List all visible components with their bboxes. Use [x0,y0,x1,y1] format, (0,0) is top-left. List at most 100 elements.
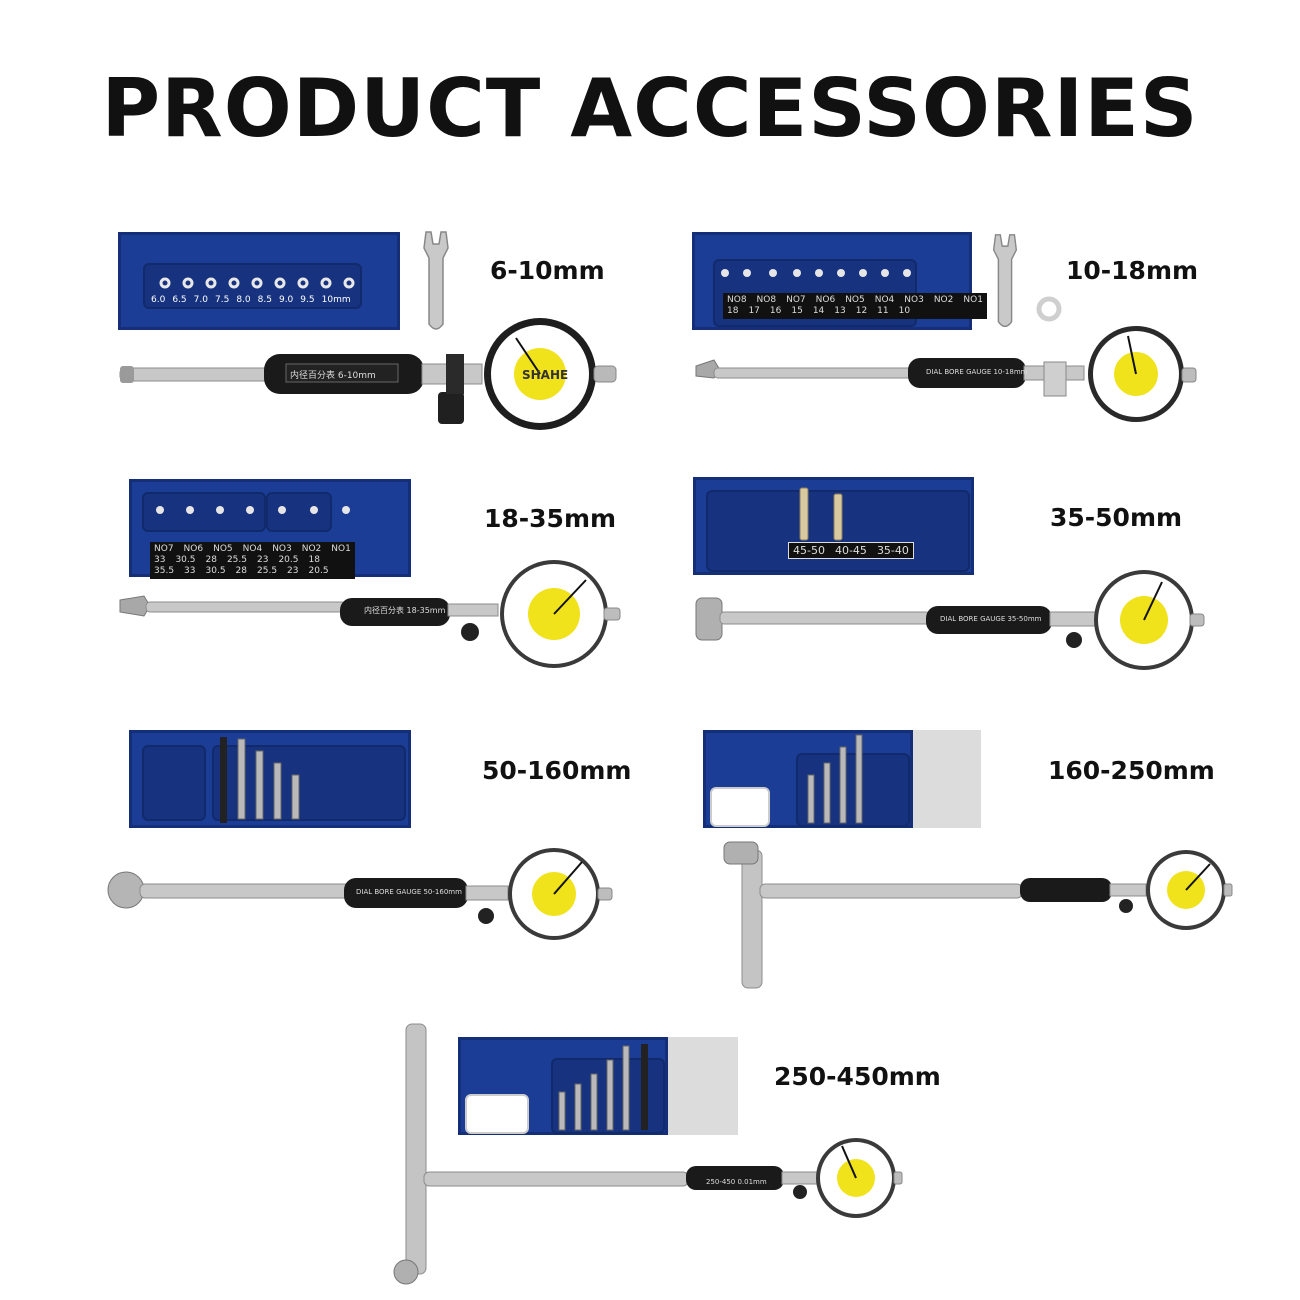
pin-icon [815,269,823,277]
gauge-rod [119,367,271,382]
dial-needle [1127,335,1137,375]
gauge-tip [107,871,145,909]
dial-bore-gauge-250-450 [393,1023,903,1285]
gauge-handle [908,358,1026,388]
clamp-knob [1119,899,1133,913]
gauge-handle [926,606,1052,634]
pin-icon [342,506,350,514]
dial-needle [1185,863,1211,891]
accessory-case-160-250 [703,730,913,828]
size-label-250-450: 250-450mm [774,1062,941,1091]
size-plate: 45-50 40-45 35-40 [788,542,914,559]
pin-icon [837,269,845,277]
dial-bore-gauge-18-35 [119,560,621,668]
pin-icon [721,269,729,277]
gauge-rod [139,883,351,899]
pin-icon [186,506,194,514]
scale-label: 7.0 [193,295,208,305]
accessory-case-35-50: 45-50 40-45 35-40 [693,477,974,575]
size-label-10-18: 10-18mm [1066,256,1199,285]
handle-text: 内径百分表 6-10mm [290,371,376,381]
anvil-rods [558,1044,648,1131]
brand-label: SHAHE [522,368,569,382]
pin-icon [881,269,889,277]
plate-cell: NO6 [183,544,204,554]
dial-stem [603,607,621,621]
plate-cell: 25.5 [226,555,247,565]
size-label-35-50: 35-50mm [1050,503,1183,532]
gauge-neck [1109,883,1147,897]
size-label-6-10: 6-10mm [490,256,605,285]
gauge-handle [1020,878,1112,902]
dial-bore-gauge-35-50 [695,570,1205,670]
scale-label: 6.0 [151,295,166,305]
plate-cell: 33 [184,566,196,576]
clamp-block [446,354,464,394]
size-label-160-250: 160-250mm [1048,756,1215,785]
gauge-tip [723,841,759,865]
plate-cell: 23 [257,555,269,565]
gauge-tip [393,1259,419,1285]
gauge-rod [713,367,915,379]
dial-bore-gauge-10-18 [695,326,1197,422]
gauge-rod [423,1171,689,1187]
gauge-neck [781,1171,821,1185]
plate-cell: 23 [287,566,299,576]
pin-icon [278,506,286,514]
plate-cell: NO7 [154,544,174,554]
plate-cell: NO2 [933,295,954,305]
page-title: PRODUCT ACCESSORIES [101,62,1199,155]
gauge-handle [686,1166,784,1190]
plate-cell: 25.5 [257,566,278,576]
pin-icon [310,506,318,514]
size-plate: NO7 NO6 NO5 NO4 NO3 NO2 NO1 33 30.5 28 2… [150,542,355,579]
plate-cell: 30.5 [205,566,226,576]
handle-label-plate [285,363,399,383]
plate-cell: 18 [308,555,320,565]
accessory-case-18-35: NO7 NO6 NO5 NO4 NO3 NO2 NO1 33 30.5 28 2… [129,479,411,579]
plate-cell: NO1 [331,544,351,554]
plate-cell: 20.5 [278,555,299,565]
dial-stem [593,365,617,383]
pin-icon [769,269,777,277]
size-label-18-35: 18-35mm [484,504,617,533]
dial-stem [597,887,613,901]
size-label-50-160: 50-160mm [482,756,632,785]
plate-cell: 15 [791,306,803,316]
plate-cell: NO4 [874,295,895,305]
dial-bore-gauge-6-10 [119,318,617,430]
clamp-block [1043,361,1067,397]
scale-label: 10mm [321,295,351,305]
plate-cell: 45-50 [793,544,825,557]
dial-stem [1189,613,1205,627]
gauge-neck [1049,611,1101,627]
dial-stem [1223,883,1233,897]
pin-icon [743,269,751,277]
pin-icon [156,506,164,514]
pin-icon [246,506,254,514]
size-plate: NO8 NO8 NO7 NO6 NO5 NO4 NO3 NO2 NO1 18 1… [723,293,987,319]
plate-cell: 18 [727,306,739,316]
plate-cell: NO3 [272,544,292,554]
gauge-neck [447,603,499,617]
plate-cell: NO5 [845,295,865,305]
plate-cell: 16 [769,306,782,316]
plate-cell: 12 [855,306,868,316]
accessory-case-6-10: 6.0 6.5 7.0 7.5 8.0 8.5 9.0 9.5 10mm [118,232,400,330]
clamp-knob [478,908,494,924]
pin-icon [903,269,911,277]
handle-text: 250-450 0.01mm [706,1178,767,1186]
clamp-knob [793,1185,807,1199]
background-shade [913,730,981,828]
plate-cell: NO8 [727,295,747,305]
accessory-case-250-450 [458,1037,668,1135]
accessory-case-10-18: NO8 NO8 NO7 NO6 NO5 NO4 NO3 NO2 NO1 18 1… [692,232,987,330]
plate-cell: NO4 [242,544,263,554]
clamp-knob [461,623,479,641]
plate-cell: NO6 [815,295,836,305]
dial-needle [1143,581,1163,621]
handle-text: DIAL BORE GAUGE 35-50mm [940,615,1042,623]
plate-cell: 35-40 [876,544,909,557]
plate-cell: 11 [877,306,889,316]
anvil-rods [220,737,300,823]
